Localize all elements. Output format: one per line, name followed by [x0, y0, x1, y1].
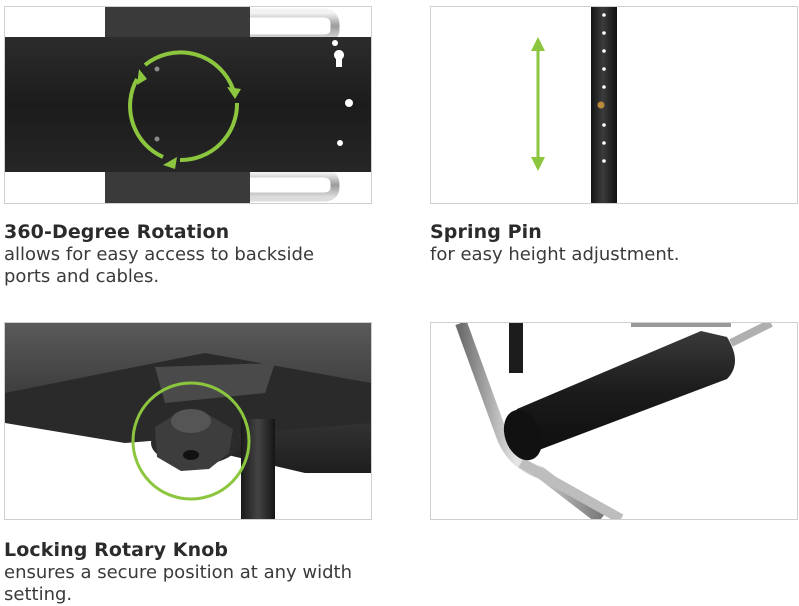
plate-holes	[332, 40, 353, 146]
highlight-circle	[131, 381, 251, 501]
padded-handle-image	[430, 322, 798, 520]
vertical-arrow-icon	[531, 37, 545, 171]
feature-spring-pin: Spring Pin for easy height adjustment.	[430, 220, 790, 266]
feature-description: ensures a secure position at any width s…	[4, 562, 353, 605]
feature-description: for easy height adjustment.	[430, 244, 680, 265]
feature-title: Spring Pin	[430, 221, 542, 243]
foam-grip-icon	[503, 331, 735, 461]
feature-title: 360-Degree Rotation	[4, 221, 230, 243]
rotation-image	[4, 6, 372, 204]
feature-rotation: 360-Degree Rotation allows for easy acce…	[4, 220, 364, 288]
spring-pin-image	[430, 6, 798, 204]
rotary-knob-icon	[151, 409, 239, 471]
feature-rotary-knob: Locking Rotary Knob ensures a secure pos…	[4, 538, 364, 606]
feature-description: allows for easy access to backside ports…	[4, 244, 315, 287]
spring-pin-icon	[597, 101, 605, 109]
feature-title: Locking Rotary Knob	[4, 539, 229, 561]
rotary-knob-image	[4, 322, 372, 520]
rotation-arrows-icon	[128, 50, 240, 163]
